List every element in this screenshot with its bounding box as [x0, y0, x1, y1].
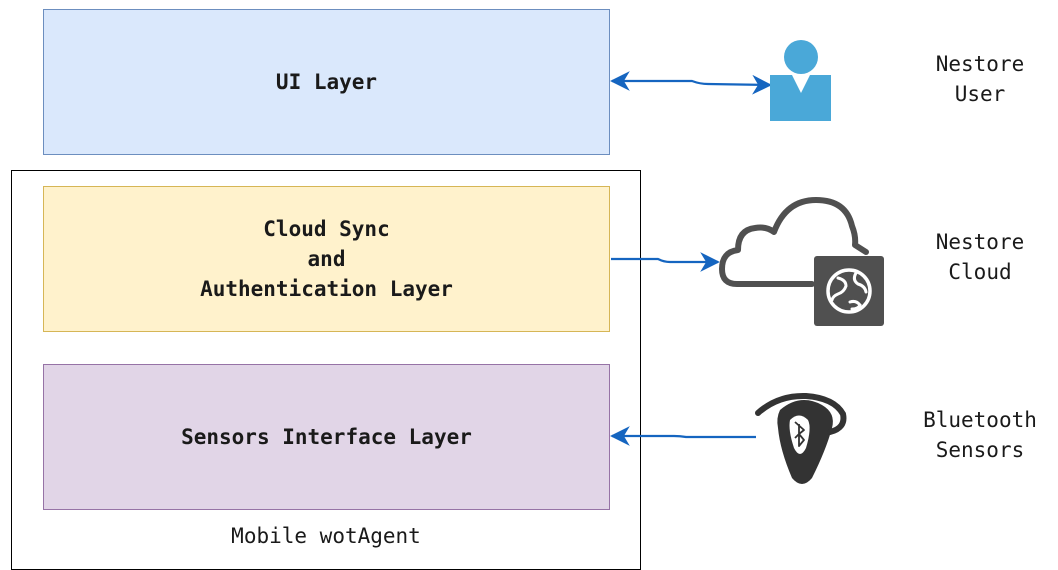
cloud-sync-layer-box: Cloud Sync and Authentication Layer: [43, 186, 610, 332]
nestore-user-label: Nestore User: [915, 49, 1045, 109]
cloud-label-line1: Nestore: [935, 230, 1025, 254]
bluetooth-sensors-label: Bluetooth Sensors: [905, 405, 1055, 465]
cloud-globe-icon: [719, 197, 884, 326]
bluetooth-headset-icon: [755, 392, 847, 484]
cloud-layer-label-line2: and: [307, 247, 346, 271]
user-label-line1: Nestore: [935, 52, 1025, 76]
bt-label-line2: Sensors: [935, 438, 1025, 462]
cloud-layer-label-line3: Authentication Layer: [200, 277, 453, 301]
sensors-layer-label: Sensors Interface Layer: [181, 425, 472, 449]
cloud-label-line2: Cloud: [948, 260, 1012, 284]
cloud-layer-label-line1: Cloud Sync: [263, 217, 390, 241]
nestore-cloud-label: Nestore Cloud: [915, 227, 1045, 287]
bt-label-line1: Bluetooth: [923, 408, 1037, 432]
ui-layer-box: UI Layer: [43, 9, 610, 155]
user-icon: [770, 40, 831, 121]
arrow-bluetooth-sensors: [610, 426, 756, 446]
arrow-ui-user: [610, 71, 772, 95]
arrow-cloudsync-cloud: [611, 252, 720, 272]
sensors-interface-layer-box: Sensors Interface Layer: [43, 364, 610, 510]
container-label: Mobile wotAgent: [231, 524, 421, 548]
user-label-line2: User: [954, 82, 1006, 106]
diagram-canvas: [610, 40, 884, 484]
ui-layer-label: UI Layer: [275, 70, 378, 94]
